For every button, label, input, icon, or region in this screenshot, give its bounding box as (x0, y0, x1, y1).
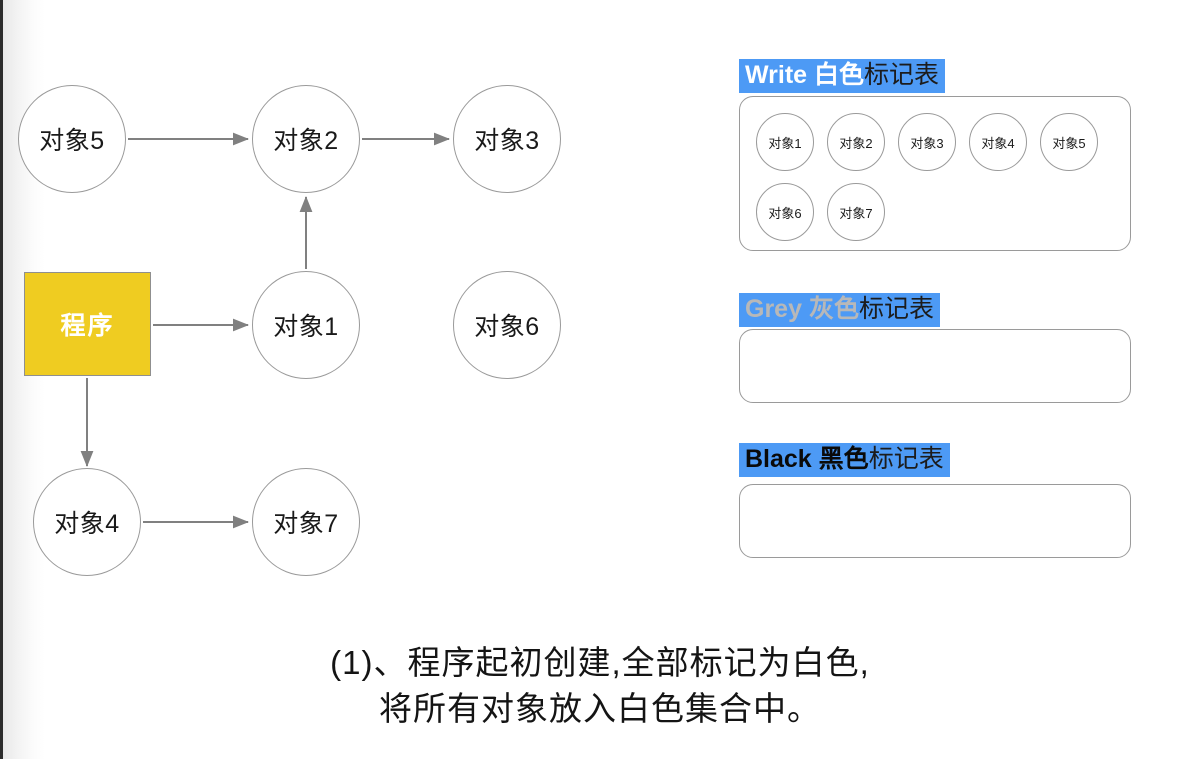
page-edge-line (0, 0, 3, 759)
mark-title-zh: 黑色 (818, 445, 869, 473)
graph-node-obj6[interactable]: 对象6 (453, 271, 561, 379)
mark-chip[interactable]: 对象5 (1040, 113, 1098, 171)
graph-node-obj5[interactable]: 对象5 (18, 85, 126, 193)
mark-chip-label: 对象1 (768, 135, 802, 151)
program-node-label: 程序 (60, 312, 115, 340)
mark-title-en: Black (745, 445, 812, 473)
graph-node-label: 对象7 (273, 510, 339, 538)
mark-chip-label: 对象5 (1052, 135, 1086, 151)
mark-title-tail: 标记表 (868, 445, 944, 473)
graph-node-label: 对象5 (39, 127, 105, 155)
caption-line-2: 将所有对象放入白色集合中。 (379, 690, 821, 727)
caption-line-1: (1)、程序起初创建,全部标记为白色, (330, 644, 870, 681)
graph-node-obj2[interactable]: 对象2 (252, 85, 360, 193)
graph-node-label: 对象6 (474, 313, 540, 341)
mark-chip[interactable]: 对象6 (756, 183, 814, 241)
mark-table-box-write[interactable]: 对象1 对象2 对象3 对象4 对象5 对象6 对象7 (739, 96, 1131, 251)
mark-chip[interactable]: 对象4 (969, 113, 1027, 171)
graph-node-obj3[interactable]: 对象3 (453, 85, 561, 193)
mark-chip[interactable]: 对象2 (827, 113, 885, 171)
graph-node-label: 对象4 (54, 510, 120, 538)
graph-node-obj1[interactable]: 对象1 (252, 271, 360, 379)
mark-chip[interactable]: 对象3 (898, 113, 956, 171)
mark-title-en: Write (745, 61, 808, 89)
mark-table-title-black: Black 黑色标记表 (739, 443, 950, 477)
graph-node-obj7[interactable]: 对象7 (252, 468, 360, 576)
mark-chip-label: 对象2 (839, 135, 873, 151)
mark-chip[interactable]: 对象1 (756, 113, 814, 171)
mark-chip-label: 对象7 (839, 205, 873, 221)
mark-table-title-grey: Grey 灰色标记表 (739, 293, 940, 327)
mark-title-tail: 标记表 (864, 61, 940, 89)
mark-table-title-write: Write 白色标记表 (739, 59, 946, 93)
mark-chip-label: 对象4 (981, 135, 1015, 151)
mark-table-box-grey[interactable] (739, 329, 1131, 403)
graph-node-label: 对象2 (273, 127, 339, 155)
figure-caption: (1)、程序起初创建,全部标记为白色, 将所有对象放入白色集合中。 (0, 640, 1200, 732)
graph-node-obj4[interactable]: 对象4 (33, 468, 141, 576)
mark-title-zh: 白色 (814, 61, 865, 89)
mark-chip-label: 对象6 (768, 205, 802, 221)
mark-chip-label: 对象3 (910, 135, 944, 151)
graph-node-label: 对象1 (273, 313, 339, 341)
mark-chip[interactable]: 对象7 (827, 183, 885, 241)
program-node[interactable]: 程序 (24, 272, 151, 376)
mark-title-tail: 标记表 (858, 295, 934, 323)
graph-node-label: 对象3 (474, 127, 540, 155)
mark-title-zh: 灰色 (808, 295, 859, 323)
mark-title-en: Grey (745, 295, 802, 323)
mark-table-box-black[interactable] (739, 484, 1131, 558)
graph-edges (80, 132, 450, 529)
